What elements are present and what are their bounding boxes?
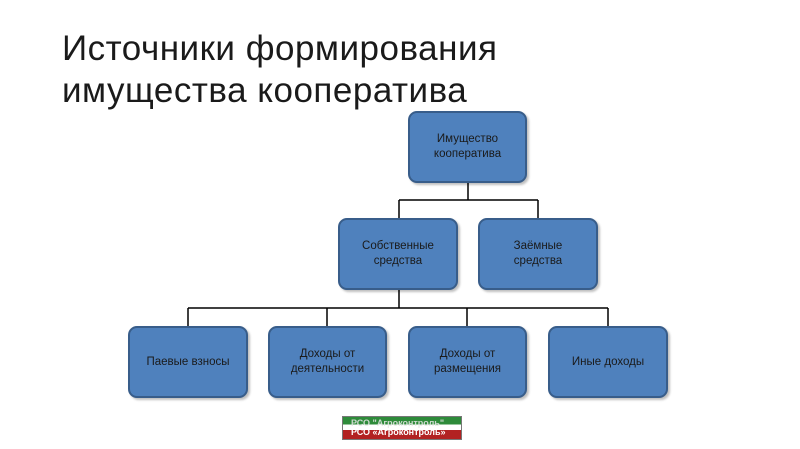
node-label: Иные доходы [571,355,645,368]
node-label: Собственные средства [362,240,434,267]
node-label: Заёмные средства [513,240,563,267]
node-label: Паевые взносы [146,355,230,368]
node-own-funds: Собственные средства [338,218,458,290]
node-label: Доходы от размещения [434,348,501,375]
slide-title: Источники формирования имущества коопера… [62,28,497,112]
organization-logo: РСО "Агроконтроль" РСО «Агроконтроль» [342,416,462,440]
logo-text-top: РСО "Агроконтроль" [351,418,445,428]
node-cooperative-property: Имущество кооператива [408,111,527,183]
node-label: Имущество кооператива [433,133,502,160]
node-placement-income: Доходы от размещения [408,326,527,398]
node-label: Доходы от деятельности [290,348,365,375]
node-other-income: Иные доходы [548,326,668,398]
title-line-1: Источники формирования [62,29,498,68]
logo-text-bottom: РСО «Агроконтроль» [351,427,446,437]
node-share-contributions: Паевые взносы [128,326,248,398]
title-line-2: имущества кооператива [62,71,468,110]
node-borrowed-funds: Заёмные средства [478,218,598,290]
node-activity-income: Доходы от деятельности [268,326,387,398]
